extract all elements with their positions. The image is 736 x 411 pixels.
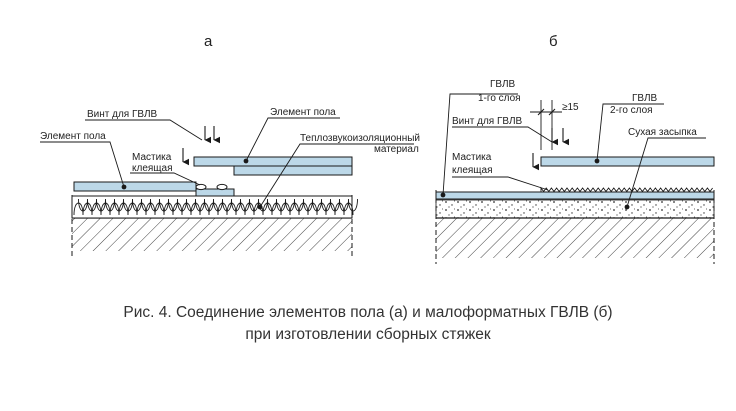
label-screw-b: Винт для ГВЛВ	[452, 116, 523, 127]
figure-b-sublabel: б	[549, 33, 558, 50]
leader-screw-b	[452, 126, 553, 143]
mastic-blob-1	[195, 183, 207, 191]
label-screw-a: Винт для ГВЛВ	[87, 109, 158, 120]
insulation-coil-line	[73, 198, 358, 216]
label-mastic-b-1: Мастика	[452, 152, 492, 163]
label-gvlv1-1: ГВЛВ	[490, 79, 516, 90]
figure-a-sublabel: а	[204, 33, 213, 50]
leader-dry-fill	[626, 137, 706, 208]
figure-b: б ГВЛВ 1-го сл	[435, 33, 715, 264]
leader-mastic-b	[452, 176, 549, 191]
leader-gvlv-layer1	[442, 93, 518, 196]
label-dimension: ≥15	[562, 102, 579, 113]
figure-a: а Винт для ГВЛВ Элемент пола	[40, 33, 420, 258]
dim-tick-1	[537, 108, 545, 116]
label-insulation-1: Теплозвукоизоляционный	[300, 133, 420, 144]
label-mastic-a-2: клеящая	[132, 163, 173, 174]
leader-insulation	[259, 143, 414, 208]
mastic-strip	[540, 186, 713, 193]
mastic-blob-2	[216, 183, 228, 191]
label-floor-element-left: Элемент пола	[40, 131, 106, 142]
label-floor-element-right: Элемент пола	[270, 107, 336, 118]
label-gvlv2-2: 2-го слоя	[610, 105, 653, 116]
dry-fill-layer	[435, 199, 715, 219]
label-gvlv2-1: ГВЛВ	[632, 93, 658, 104]
label-mastic-a-1: Мастика	[132, 152, 172, 163]
upper-panel-2	[233, 165, 353, 176]
dim-tick-2	[548, 108, 556, 116]
label-mastic-b-2: клеящая	[452, 165, 493, 176]
gvlv-layer-1	[435, 191, 715, 200]
upper-panel-1	[193, 156, 353, 167]
floor-joint-diagram: а Винт для ГВЛВ Элемент пола	[40, 33, 715, 264]
lower-panel-left	[73, 181, 197, 192]
base-slab-b	[436, 218, 714, 258]
leader-left-element	[40, 141, 125, 188]
leader-mastic	[130, 172, 201, 186]
label-dry-fill: Сухая засыпка	[628, 127, 697, 138]
leader-right-element	[245, 117, 340, 162]
label-insulation-2: материал	[374, 144, 419, 155]
lower-panel-right	[195, 188, 235, 197]
label-gvlv1-2: 1-го слоя	[478, 93, 521, 104]
caption-line-2: при изготовлении сборных стяжек	[245, 326, 491, 343]
gvlv-layer-2	[540, 156, 715, 167]
base-slab	[72, 218, 352, 251]
leader-screw	[85, 119, 203, 141]
caption-line-1: Рис. 4. Соединение элементов пола (а) и …	[123, 304, 613, 321]
leader-gvlv-layer2	[596, 103, 664, 162]
